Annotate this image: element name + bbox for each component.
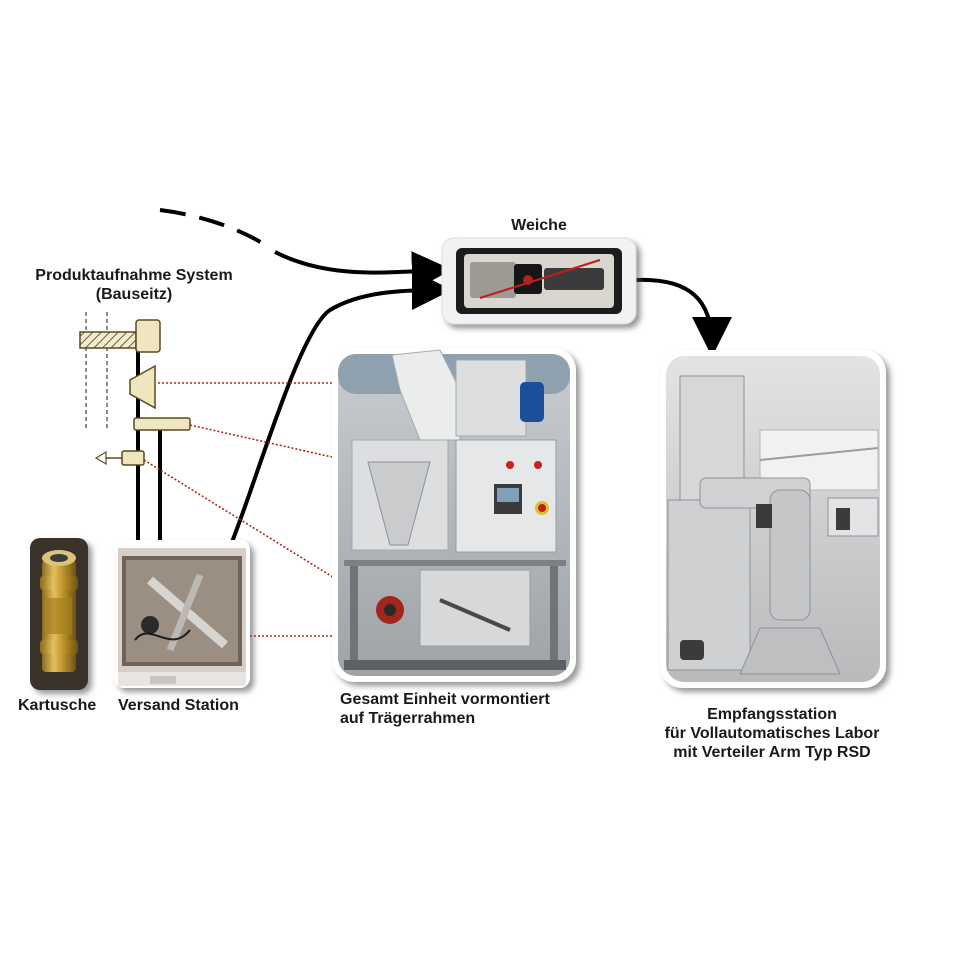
produktaufnahme-line-1: Produktaufnahme System [35, 267, 233, 284]
weiche-to-empfang-line [635, 277, 732, 357]
gate-bar [133, 417, 191, 431]
empfangsstation-photo [660, 350, 886, 688]
produktaufnahme-schematic [79, 312, 191, 466]
weiche-photo [441, 237, 637, 325]
kartusche-label: Kartusche [18, 697, 97, 714]
gesamt-einheit-label: Gesamt Einheit vormontiert auf Trägerrah… [340, 690, 550, 728]
empfang-line-2: für Vollautomatisches Labor [664, 725, 880, 742]
versand-station-photo [114, 540, 250, 688]
gesamt-einheit-photo [332, 348, 576, 682]
empfang-line-3: mit Verteiler Arm Typ RSD [673, 744, 871, 761]
gesamt-line-1: Gesamt Einheit vormontiert [340, 691, 550, 708]
produktaufnahme-label: Produktaufnahme System (Bauseitz) [8, 266, 260, 304]
funnel-shape [129, 364, 156, 410]
produktaufnahme-line-2: (Bauseitz) [95, 286, 173, 303]
incoming-line [274, 250, 452, 292]
versand-to-weiche-line [230, 270, 452, 543]
hatched-tube-section [79, 331, 137, 349]
kartusche-photo [30, 538, 88, 690]
empfangsstation-label: Empfangsstation für Vollautomatisches La… [636, 705, 908, 762]
versand-station-label: Versand Station [118, 697, 239, 714]
eject-arrow-icon [94, 450, 107, 466]
gesamt-line-2: auf Trägerrahmen [340, 710, 476, 727]
ejector-block [121, 450, 145, 466]
empfang-line-1: Empfangsstation [707, 706, 837, 723]
incoming-dashed-line [159, 208, 272, 250]
weiche-label: Weiche [511, 217, 567, 234]
tube-end-cap [135, 319, 161, 353]
